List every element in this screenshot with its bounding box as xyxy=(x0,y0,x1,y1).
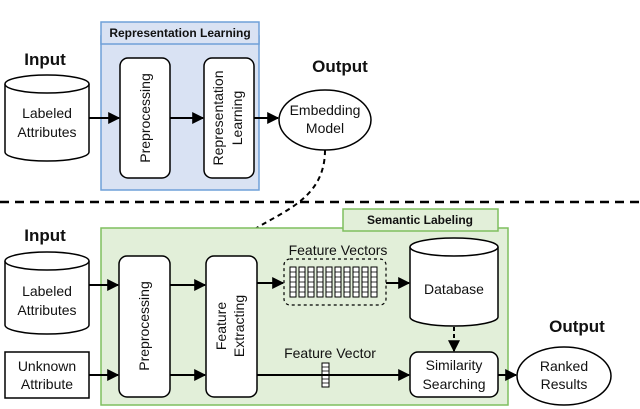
unknown-attribute-line1: Unknown xyxy=(18,358,76,374)
feature-extracting-box xyxy=(205,255,258,398)
feature-extracting-line1: Feature xyxy=(213,302,229,350)
similarity-line2: Searching xyxy=(422,376,485,392)
feature-vector-column xyxy=(316,266,324,298)
unknown-attribute-line2: Attribute xyxy=(21,376,73,392)
embedding-model-line2: Model xyxy=(306,120,344,136)
feature-vectors-label: Feature Vectors xyxy=(289,242,388,258)
feature-vector-column xyxy=(307,266,315,298)
top-rep-label-2: Learning xyxy=(229,91,245,146)
feature-vector-column xyxy=(370,266,378,298)
feature-vector-column xyxy=(298,266,306,298)
feature-extracting-line2: Extracting xyxy=(231,295,247,357)
top-rep-label-1: Representation xyxy=(210,71,226,166)
bottom-output-heading: Output xyxy=(549,317,605,336)
bottom-preprocessing-box xyxy=(118,255,171,398)
representation-learning-tab xyxy=(100,21,260,45)
feature-vectors-stack xyxy=(289,266,378,298)
ranked-results-line2: Results xyxy=(541,376,588,392)
top-store-line2: Attributes xyxy=(17,124,76,140)
feature-vector-column xyxy=(334,266,342,298)
bottom-input-heading: Input xyxy=(24,226,66,245)
top-labeled-attributes-store: Labeled Attributes xyxy=(4,74,90,162)
database-label: Database xyxy=(424,281,484,297)
bottom-store-line1: Labeled xyxy=(22,283,72,299)
feature-vector-column xyxy=(343,266,351,298)
database-store: Database xyxy=(409,237,499,327)
feature-vector-column xyxy=(325,266,333,298)
top-store-line1: Labeled xyxy=(22,105,72,121)
bottom-labeled-attributes-store: Labeled Attributes xyxy=(4,251,90,335)
semantic-labeling-tab xyxy=(342,208,499,232)
top-output-heading: Output xyxy=(312,57,368,76)
bottom-preprocessing-label: Preprocessing xyxy=(136,281,152,371)
top-preprocessing-label: Preprocessing xyxy=(137,73,153,163)
feature-vector-column xyxy=(289,266,297,298)
ranked-results-line1: Ranked xyxy=(540,358,588,374)
top-input-heading: Input xyxy=(24,50,66,69)
semantic-labeling-title: Semantic Labeling xyxy=(367,213,473,227)
feature-vector-label: Feature Vector xyxy=(284,345,376,361)
feature-vector-column xyxy=(352,266,360,298)
representation-learning-title: Representation Learning xyxy=(109,26,250,40)
embedding-model-line1: Embedding xyxy=(290,102,361,118)
bottom-store-line2: Attributes xyxy=(17,302,76,318)
feature-vector-column xyxy=(361,266,369,298)
similarity-line1: Similarity xyxy=(426,357,483,373)
unknown-attribute-box xyxy=(4,351,90,399)
